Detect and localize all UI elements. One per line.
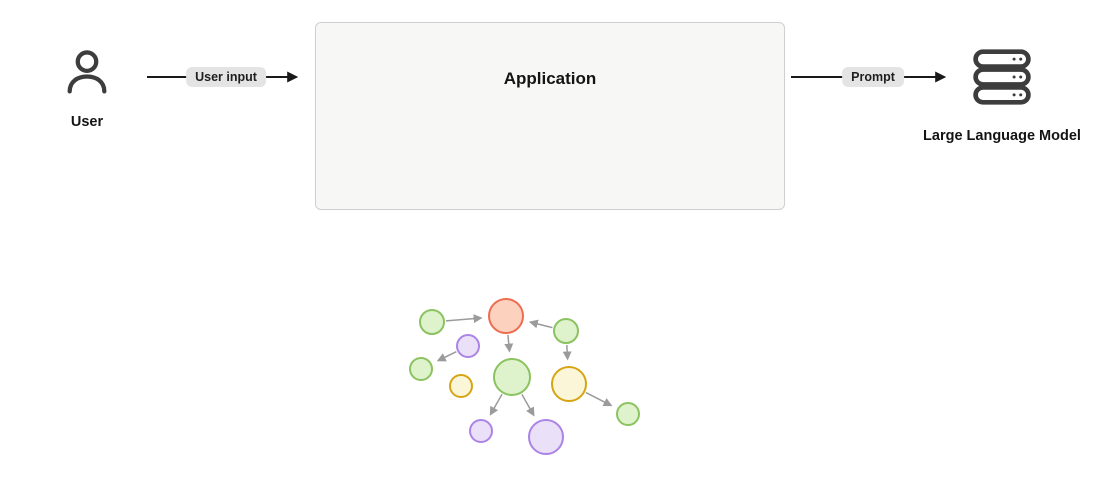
graph-edge [562, 344, 572, 361]
user-figure: User [47, 36, 127, 130]
graph-node-purple [528, 419, 564, 455]
application-box: Application [315, 22, 785, 210]
graph-node-green [409, 357, 433, 381]
graph-node-green [616, 402, 640, 426]
user-icon [67, 50, 107, 94]
graph-edge [436, 351, 457, 362]
llm-label: Large Language Model [923, 128, 1081, 144]
llm-figure: Large Language Model [912, 42, 1092, 144]
application-label: Application [503, 69, 597, 88]
graph-node-yellow [449, 374, 473, 398]
graph-edge [521, 394, 535, 417]
graph-edge [445, 314, 483, 324]
graph-edge [528, 319, 553, 329]
graph-node-purple [456, 334, 480, 358]
llm-server-icon [973, 49, 1031, 105]
graph-edge [504, 334, 514, 353]
graph-node-green [419, 309, 445, 335]
graph-edge [489, 393, 503, 416]
user-input-badge: User input [186, 67, 266, 87]
graph-node-green [493, 358, 531, 396]
graph-edge [585, 391, 613, 407]
graph-edges [436, 314, 613, 417]
graph-node-green [553, 318, 579, 344]
graph-nodes [409, 298, 640, 455]
graph-node-red [488, 298, 524, 334]
graph-node-yellow [551, 366, 587, 402]
user-label: User [70, 114, 104, 130]
prompt-badge: Prompt [842, 67, 904, 87]
graph-node-purple [469, 419, 493, 443]
